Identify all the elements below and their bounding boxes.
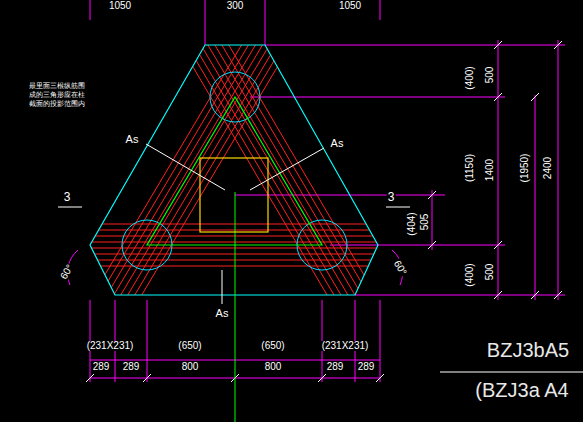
dimension-label: 289 (92, 362, 111, 372)
rebar-line (50, 0, 316, 390)
dimension-label: 2400 (543, 156, 553, 180)
dimension-label: 800 (181, 362, 200, 372)
center-line (235, 192, 236, 422)
title-underline (440, 372, 583, 373)
rebar-line (149, 0, 413, 394)
dimension-label: As (125, 134, 140, 145)
dimension-label: (650) (260, 341, 285, 351)
rebar-line (134, 0, 398, 403)
dimension-label: 500 (485, 263, 495, 282)
rebar-line (139, 0, 403, 400)
dimension-label: 1050 (338, 1, 362, 11)
dimension-label: 289 (357, 362, 376, 372)
dimension-label: (400) (465, 65, 475, 90)
rebar-line (144, 0, 408, 397)
rebar-line (71, 0, 337, 402)
cap-designation: (BZJ3a A4 (474, 380, 569, 400)
dimension-label: (400) (465, 262, 475, 287)
design-note: 最里面三根纵筋围 成的三角形应在柱 截面的投影范围内 (28, 82, 92, 108)
dimension-label: 3 (63, 191, 72, 203)
dimension-label: 505 (420, 213, 430, 232)
dimension-label: (1150) (465, 153, 475, 183)
dimension-label: (1950) (520, 153, 530, 184)
rebar-line (56, 0, 322, 393)
leader-lines (58, 144, 410, 304)
rebar-line (0, 260, 495, 261)
rebar-line (129, 0, 393, 406)
dimension-label: 500 (485, 66, 495, 85)
dimension-label: 1050 (108, 1, 132, 11)
dimension-label: 800 (264, 362, 283, 372)
rebar-line (61, 0, 327, 396)
dimension-label: As (330, 138, 345, 149)
rebar-line (76, 0, 342, 405)
rebar-hatching (0, 0, 495, 406)
column-outline (200, 158, 268, 232)
dimension-label: 60° (391, 258, 408, 278)
rebar-line (0, 254, 495, 255)
dimension-label: (650) (177, 341, 202, 351)
dimension-label: 300 (226, 1, 245, 11)
rebar-line (0, 242, 495, 243)
cap-designation: BZJ3bA5 (486, 340, 570, 360)
rebar-line (165, 0, 429, 384)
dimension-label: 1400 (485, 158, 495, 182)
dimension-label: (404) (407, 211, 417, 236)
dimension-label: 60° (58, 262, 75, 282)
dimension-label: 289 (122, 362, 141, 372)
dimension-label: (231X231) (321, 341, 370, 351)
dimension-label: 3 (387, 191, 396, 203)
rebar-line (154, 0, 418, 391)
rebar-line (0, 236, 495, 237)
pile-cap-outline (90, 45, 378, 295)
dimension-label: 289 (326, 362, 345, 372)
dimension-label: As (215, 308, 230, 319)
dimension-label: (231X231) (86, 341, 135, 351)
dimension-lines (67, 0, 565, 382)
dimension-ticks (86, 41, 562, 382)
rebar-line (0, 248, 495, 249)
